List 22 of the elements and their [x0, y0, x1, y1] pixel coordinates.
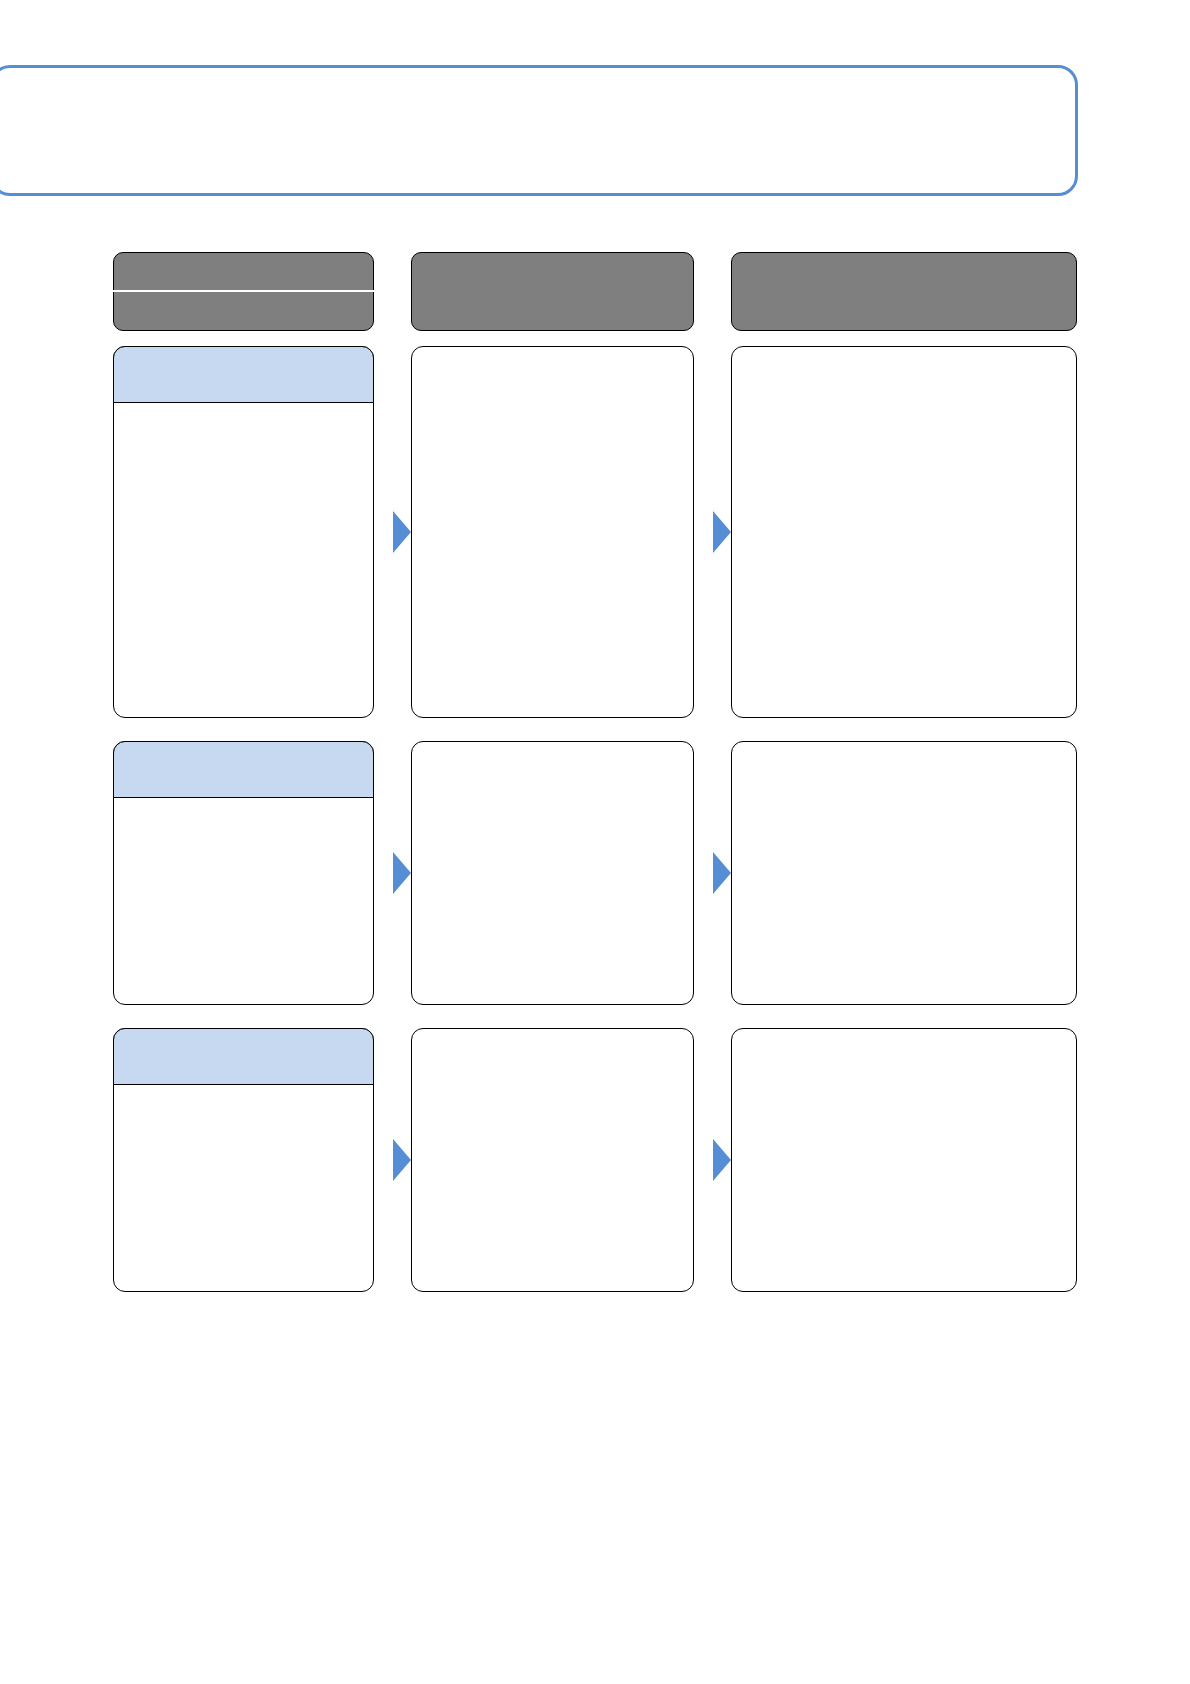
content-panel: [113, 1028, 374, 1292]
column-header: [731, 252, 1077, 331]
chevron-arrow: [393, 1139, 411, 1181]
content-panel: [411, 346, 694, 718]
header-band: [112, 345, 374, 403]
content-panel: [731, 1028, 1077, 1292]
chevron-arrow: [713, 511, 731, 553]
header-band: [112, 1027, 374, 1085]
content-panel: [411, 741, 694, 1005]
content-panel: [731, 346, 1077, 718]
chevron-arrow: [393, 511, 411, 553]
content-panel: [113, 741, 374, 1005]
chevron-arrow: [713, 1139, 731, 1181]
content-panel: [113, 346, 374, 718]
header-band: [112, 740, 374, 798]
column-header: [411, 252, 694, 331]
content-panel: [731, 741, 1077, 1005]
content-panel: [411, 1028, 694, 1292]
title-banner: [0, 65, 1078, 196]
chevron-arrow: [713, 852, 731, 894]
chevron-arrow: [393, 852, 411, 894]
column-header: [113, 252, 374, 331]
